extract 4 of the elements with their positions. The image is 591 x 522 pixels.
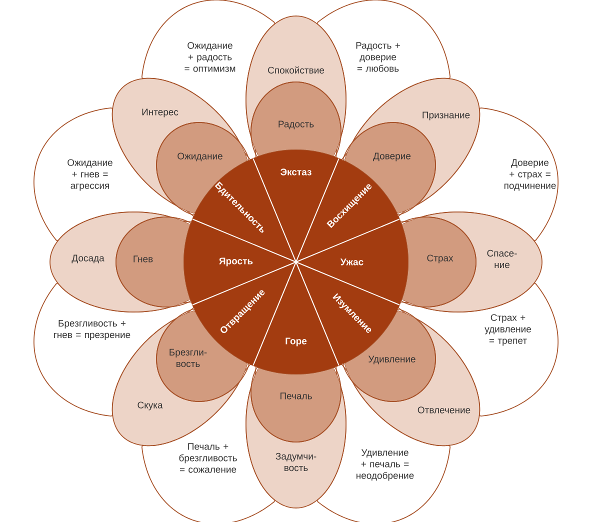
inner-petal: Гнев [116,216,192,308]
inner-petal: Печаль [250,366,342,442]
inner-petal: Радость [250,82,342,158]
inner-petal: Страх [400,216,476,308]
